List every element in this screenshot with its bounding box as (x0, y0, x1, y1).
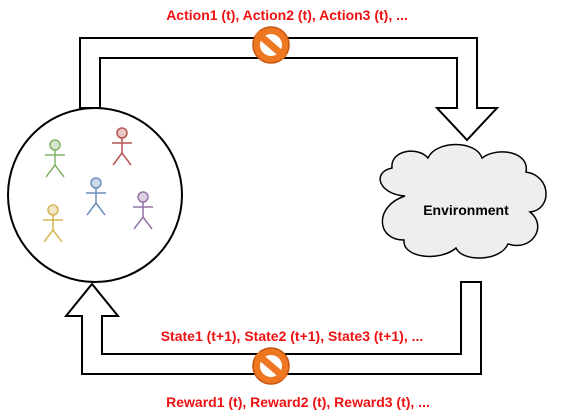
agent-figure-icon (133, 191, 153, 230)
prohibited-icon (252, 26, 290, 64)
agent-figure-icon (112, 127, 132, 166)
agent-figure-icon (45, 139, 65, 178)
actions-label: Action1 (t), Action2 (t), Action3 (t), .… (166, 7, 408, 23)
agent-figure-icon (86, 177, 106, 216)
rewards-label: Reward1 (t), Reward2 (t), Reward3 (t), .… (166, 394, 430, 410)
agent-figure-icon (43, 204, 63, 243)
environment-cloud (379, 143, 547, 259)
states-label: State1 (t+1), State2 (t+1), State3 (t+1)… (161, 328, 424, 344)
prohibited-icon (252, 347, 290, 385)
agents-group-circle (7, 107, 183, 283)
action-arrow (79, 37, 500, 142)
environment-label: Environment (423, 202, 509, 218)
